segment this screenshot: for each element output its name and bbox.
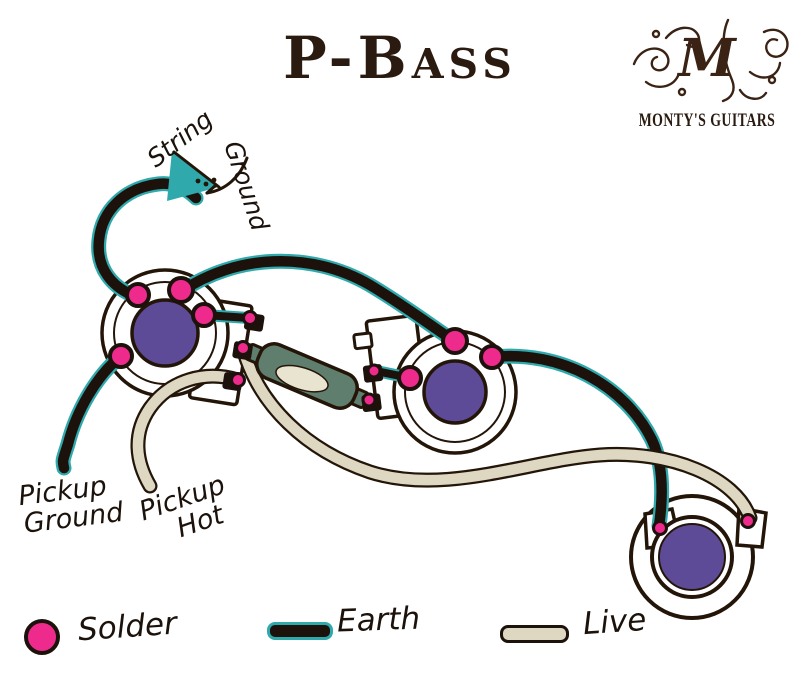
arrow-curve [205,156,249,195]
solder-dot [235,340,251,356]
solder-dot [167,276,195,304]
legend-live-swatch [500,625,569,643]
jack-earth-wire [487,350,667,532]
solder-dots [108,276,756,536]
pickup-ground-wire [57,350,127,474]
solder-dot [242,310,258,326]
earth-wires [55,176,670,534]
legend-earth-label: Earth [336,600,421,640]
solder-dot [361,392,377,408]
logo-flourish: M [632,18,789,103]
tone-pot-shaft [422,359,488,425]
solder-dot [191,302,217,328]
pickup-hot-wire [132,370,244,492]
solder-dot [230,372,246,388]
jack-live-wire [238,346,756,524]
capacitor-label-blob [275,364,329,393]
legend-live-label: Live [581,601,648,643]
live-wires [130,344,758,526]
legend-solder-label: Solder [76,605,178,649]
solder-dot [479,344,505,370]
legend-earth-swatch [267,622,333,640]
solder-dot [740,513,756,529]
page-title: P-Bass [283,24,517,92]
solder-dot [397,365,423,391]
pot-link-wire [176,255,460,347]
solder-dot [125,282,151,308]
solder-dot [108,343,134,369]
volume-pot-shaft [130,298,200,368]
logo-monogram: M [676,28,737,89]
pickup-ground-label: Pickup Ground [16,470,126,541]
solder-dot [366,363,382,379]
string-ground-arrow [167,150,249,201]
logo-caption: MONTY'S GUITARS [638,110,776,131]
legend-solder-swatch [24,619,60,655]
solder-dot [441,327,469,355]
montys-guitars-logo: M MONTY'S GUITARS [622,10,792,131]
solder-dot [652,520,668,536]
capacitor [242,342,372,410]
